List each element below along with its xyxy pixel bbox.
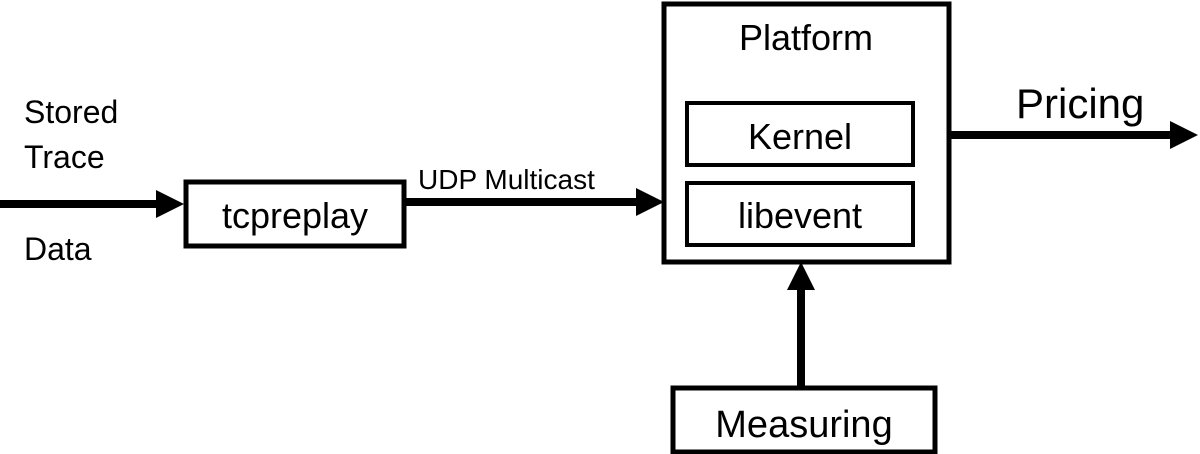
- pricing-label: Pricing: [1016, 80, 1144, 127]
- platform-label: Platform: [739, 17, 873, 58]
- input-label-line3: Data: [24, 231, 92, 267]
- input-arrow-head: [156, 190, 184, 218]
- measuring-arrow-head: [787, 262, 815, 290]
- tcpreplay-box: [183, 179, 407, 249]
- udp-multicast-label: UDP Multicast: [418, 164, 595, 195]
- tcpreplay-label: tcpreplay: [222, 195, 368, 236]
- libevent-box: [685, 181, 915, 247]
- libevent-label: libevent: [738, 195, 862, 236]
- kernel-label: Kernel: [748, 116, 852, 157]
- measuring-label: Measuring: [715, 404, 892, 446]
- kernel-box: [685, 101, 915, 167]
- input-label-line1: Stored: [24, 94, 118, 130]
- input-label-line2: Trace: [24, 139, 105, 175]
- udp-arrow-head: [636, 188, 664, 216]
- pricing-arrow-head: [1170, 121, 1198, 149]
